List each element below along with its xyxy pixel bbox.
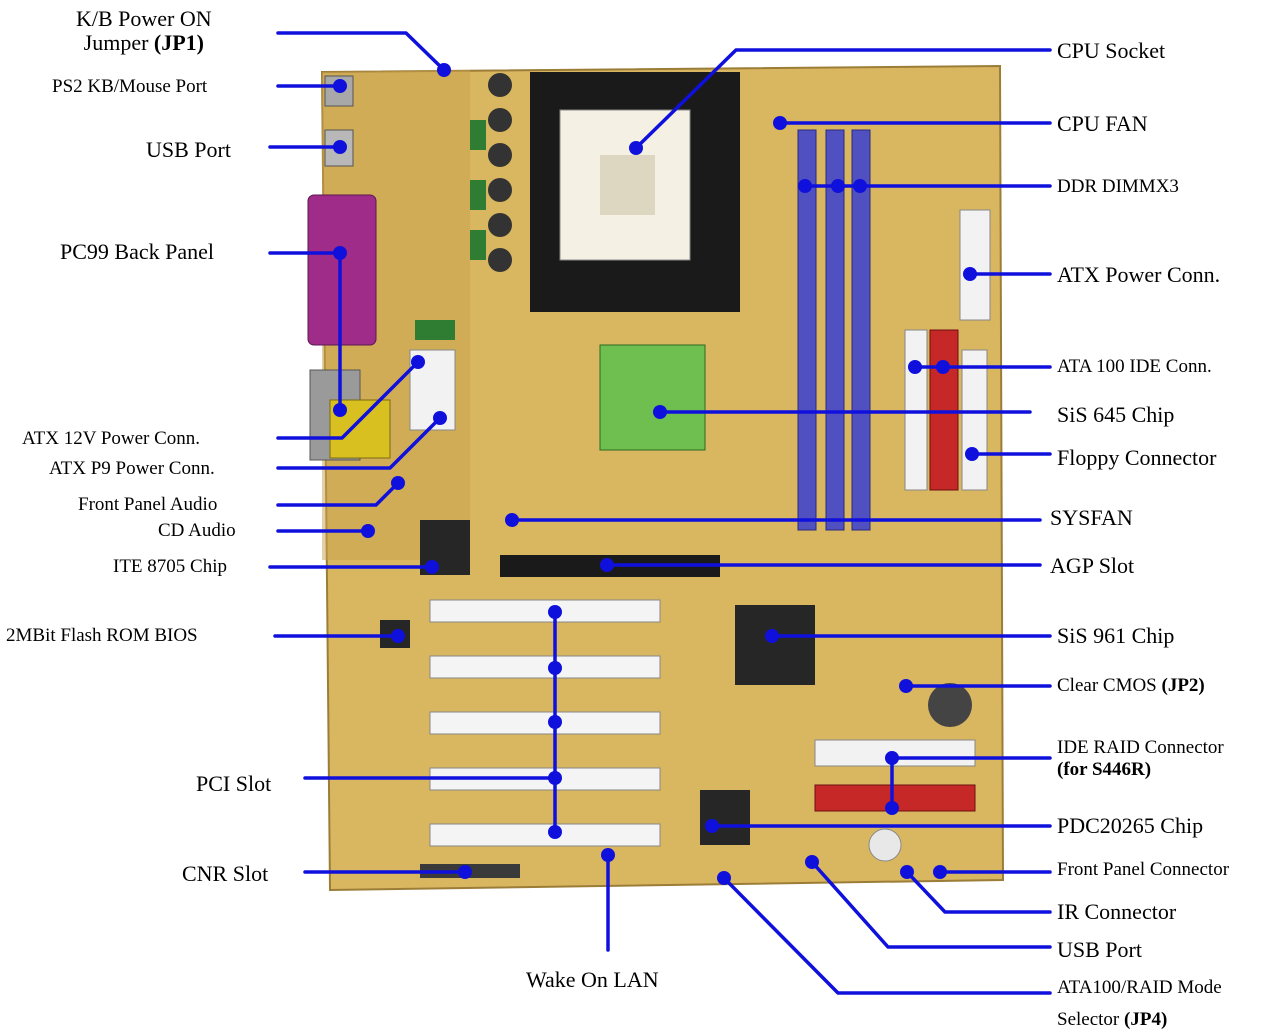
- dot-ide-raid-2: [885, 801, 899, 815]
- dot-ite: [425, 560, 439, 574]
- dot-cnr: [458, 865, 472, 879]
- rear-io-ports: [307, 75, 391, 461]
- dot-atxp9: [433, 411, 447, 425]
- dot-cmos: [899, 679, 913, 693]
- label-ite-chip: ITE 8705 Chip: [113, 556, 227, 577]
- label-cnr-slot: CNR Slot: [182, 861, 269, 886]
- leader-usb-bottom: [810, 860, 1052, 949]
- dot-atx12v: [411, 355, 425, 369]
- leader-kb-power: [276, 31, 446, 72]
- leader-ide-raid: [890, 756, 1052, 810]
- dot-pc99-bottom: [333, 403, 347, 417]
- label-flash-bios: 2MBit Flash ROM BIOS: [6, 625, 198, 646]
- label-pdc-chip: PDC20265 Chip: [1057, 813, 1204, 838]
- dot-ddr-1: [798, 179, 812, 193]
- label-kb-power: K/B Power ON Jumper (JP1): [76, 6, 212, 55]
- label-front-panel-audio: Front Panel Audio: [78, 494, 218, 515]
- label-sysfan: SYSFAN: [1050, 505, 1133, 530]
- leader-pc99: [268, 251, 342, 412]
- dot-pci-1: [548, 605, 562, 619]
- dot-raid-mode: [717, 871, 731, 885]
- dot-pci-3: [548, 715, 562, 729]
- dot-ir: [900, 865, 914, 879]
- label-ir-connector: IR Connector: [1057, 899, 1177, 924]
- dot-pdc: [705, 819, 719, 833]
- dot-wol: [601, 848, 615, 862]
- dot-front-panel: [933, 865, 947, 879]
- regulators: [415, 73, 512, 340]
- chips: [380, 520, 972, 862]
- dot-ddr-3: [853, 179, 867, 193]
- label-atx-12v: ATX 12V Power Conn.: [22, 428, 201, 449]
- label-sis645: SiS 645 Chip: [1057, 402, 1175, 427]
- leader-raid-mode: [722, 876, 1052, 995]
- leader-front-audio: [276, 481, 400, 507]
- label-floppy: Floppy Connector: [1057, 445, 1217, 470]
- dot-sis645: [653, 405, 667, 419]
- dot-kb-power: [437, 63, 451, 77]
- label-ps2-port: PS2 KB/Mouse Port: [52, 76, 208, 97]
- label-ide-raid: IDE RAID Connector (for S446R): [1057, 737, 1224, 780]
- label-atx-p9: ATX P9 Power Conn.: [49, 458, 215, 479]
- dot-pci-4: [548, 771, 562, 785]
- label-cd-audio: CD Audio: [158, 520, 236, 541]
- label-ddr-dimm: DDR DIMMX3: [1057, 176, 1179, 197]
- dot-front-audio: [391, 476, 405, 490]
- dot-usb-bottom: [805, 855, 819, 869]
- dot-cpu-fan: [773, 116, 787, 130]
- dot-ps2: [333, 79, 347, 93]
- leader-cpu-socket: [634, 48, 1052, 150]
- label-front-panel-connector: Front Panel Connector: [1057, 859, 1230, 880]
- dot-agp: [600, 558, 614, 572]
- label-wake-on-lan: Wake On LAN: [526, 967, 659, 992]
- label-usb-port-left: USB Port: [146, 137, 231, 162]
- dot-floppy: [965, 447, 979, 461]
- cpu-socket-area: [530, 72, 740, 312]
- dot-sysfan: [505, 513, 519, 527]
- dot-flash: [391, 629, 405, 643]
- leader-atxp9: [276, 416, 442, 470]
- label-raid-mode-selector: ATA100/RAID Mode Selector (JP4): [1057, 977, 1222, 1030]
- dot-ata100-2: [936, 360, 950, 374]
- dot-cd-audio: [361, 524, 375, 538]
- agp-and-pci-slots: [420, 555, 720, 878]
- label-agp-slot: AGP Slot: [1050, 553, 1135, 578]
- dot-cpu-socket: [629, 141, 643, 155]
- dot-pci-5: [548, 825, 562, 839]
- label-clear-cmos: Clear CMOS (JP2): [1057, 675, 1205, 696]
- label-sis961: SiS 961 Chip: [1057, 623, 1175, 648]
- dot-sis961: [765, 629, 779, 643]
- dot-ide-raid-1: [885, 751, 899, 765]
- power-and-ide-connectors: [409, 209, 991, 812]
- chipset-heatsink: [599, 344, 706, 451]
- dot-pci-2: [548, 661, 562, 675]
- leader-ir: [905, 870, 1052, 914]
- dot-ata100-1: [908, 360, 922, 374]
- dot-pc99-top: [333, 246, 347, 260]
- dimm-slots: [797, 129, 871, 531]
- label-cpu-socket: CPU Socket: [1057, 38, 1166, 63]
- label-cpu-fan: CPU FAN: [1057, 111, 1148, 136]
- dot-atx-power: [963, 267, 977, 281]
- leader-atx12v: [276, 360, 420, 440]
- dot-ddr-2: [831, 179, 845, 193]
- label-pc99-back-panel: PC99 Back Panel: [60, 239, 214, 264]
- dot-usb-left: [333, 140, 347, 154]
- label-usb-port-bottom: USB Port: [1057, 937, 1142, 962]
- label-ata100-ide: ATA 100 IDE Conn.: [1057, 356, 1212, 377]
- label-atx-power: ATX Power Conn.: [1057, 262, 1221, 287]
- label-pci-slot: PCI Slot: [196, 771, 272, 796]
